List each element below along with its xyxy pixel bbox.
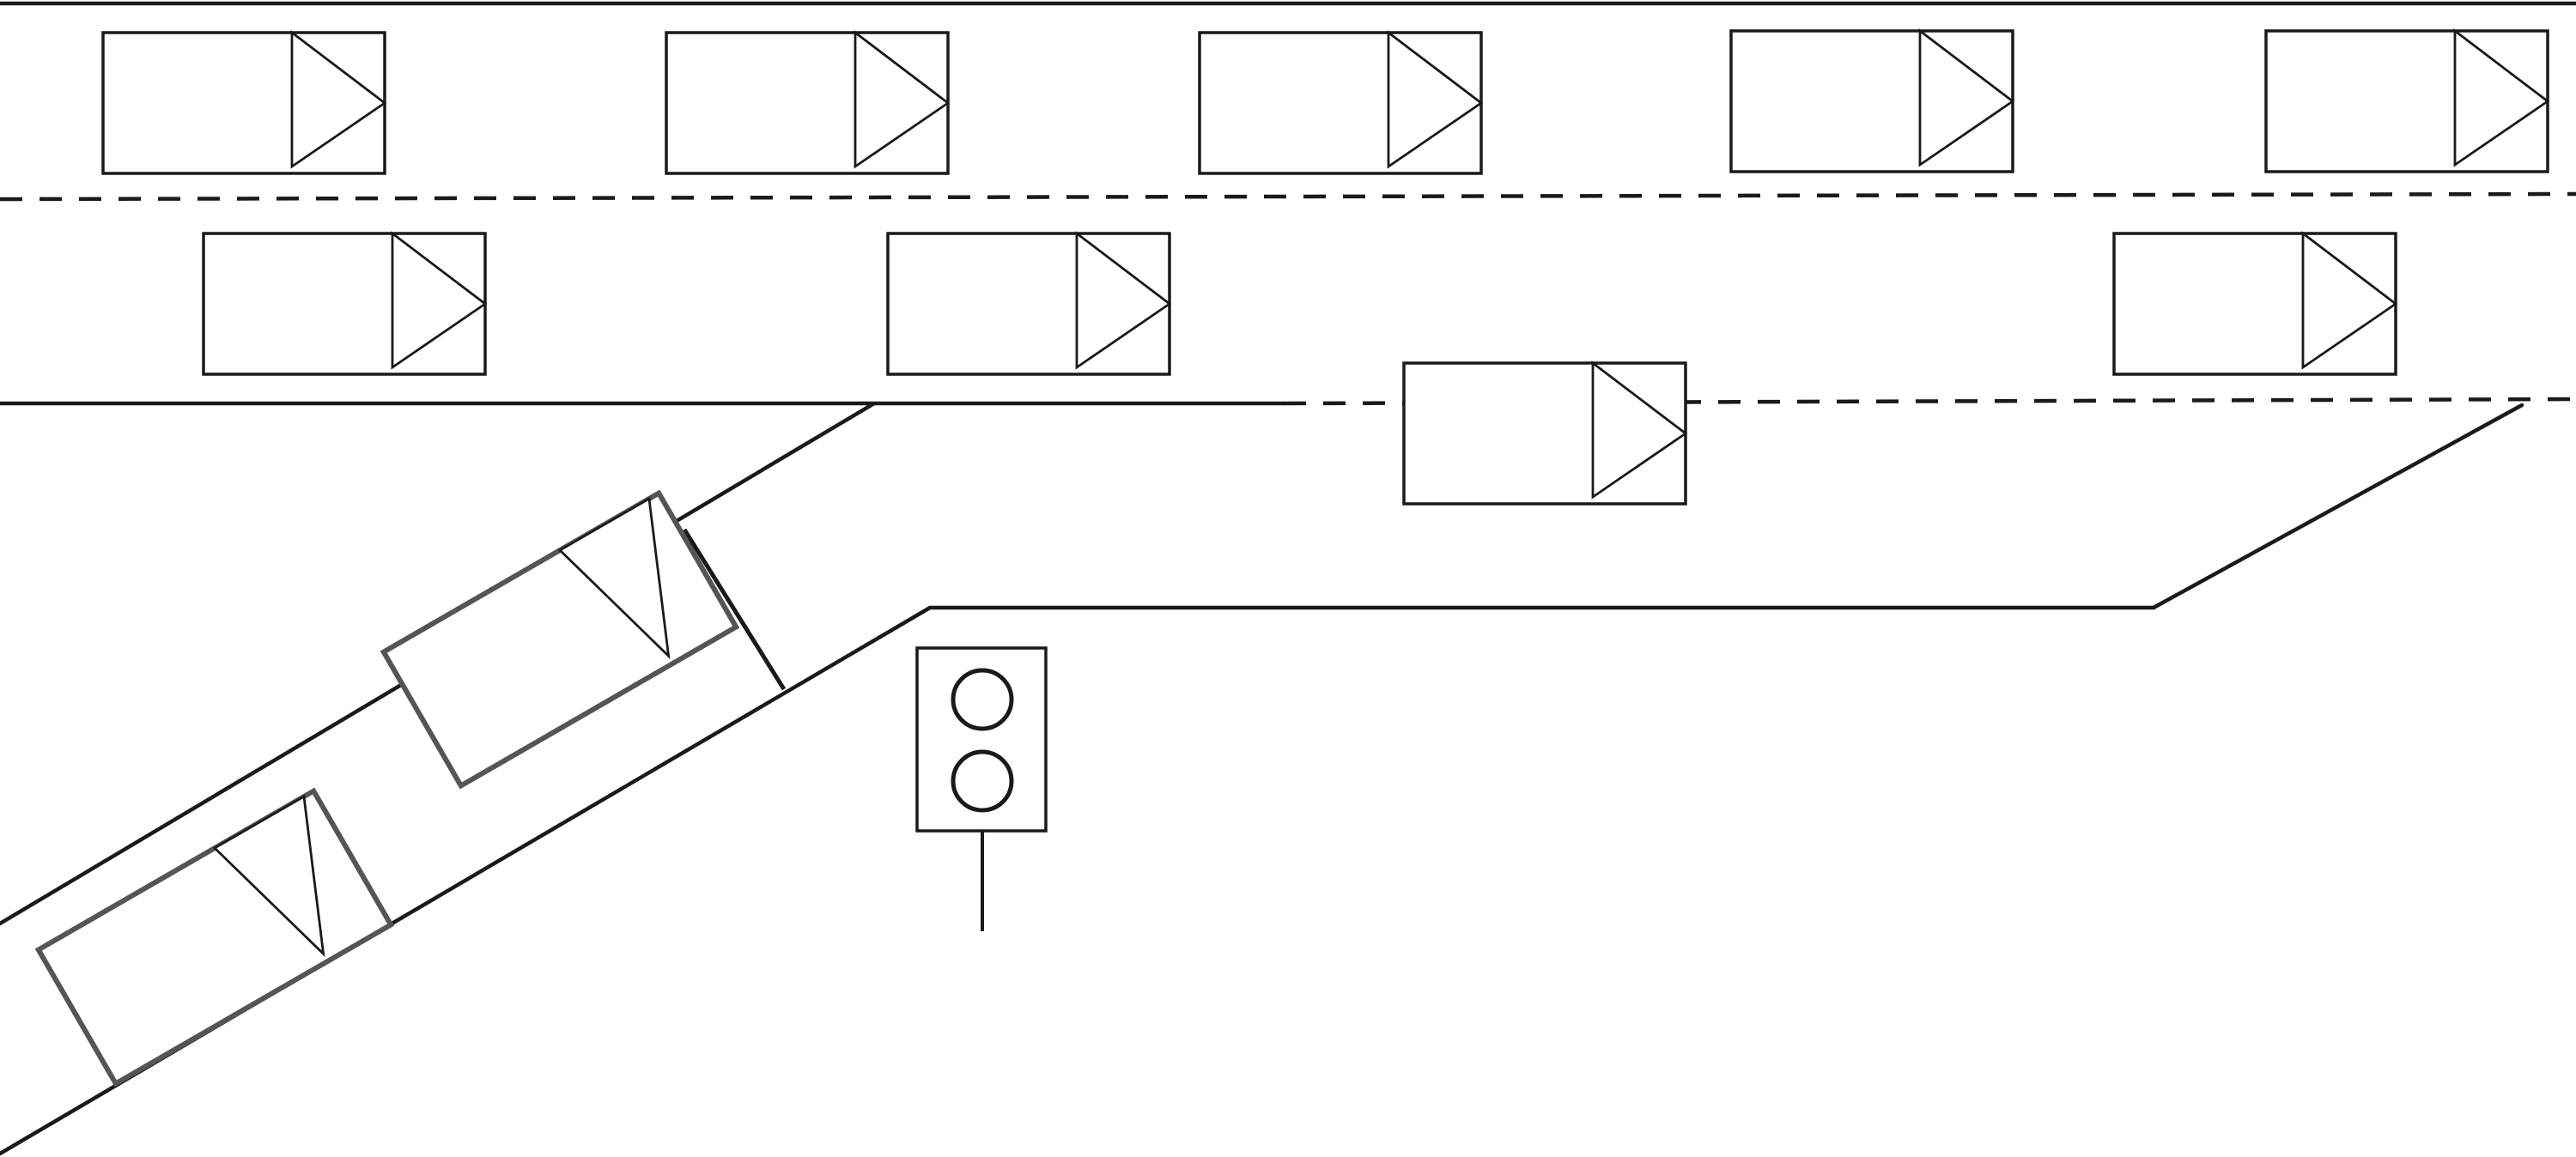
merging-vehicle	[1402, 360, 1688, 506]
lane1-vehicles	[101, 28, 2550, 175]
direction-arrow-icon	[290, 30, 387, 169]
direction-arrow-icon	[1075, 231, 1172, 370]
signal-lamp-lower	[951, 749, 1014, 813]
vehicle	[665, 30, 951, 175]
direction-arrow-icon	[557, 496, 671, 660]
traffic-signal	[915, 646, 1048, 931]
vehicle	[1198, 30, 1484, 175]
direction-arrow-icon	[1918, 28, 2015, 167]
direction-arrow-icon	[212, 794, 325, 958]
signal-lamp-upper	[951, 668, 1014, 731]
vehicle	[1729, 28, 2015, 173]
direction-arrow-icon	[2453, 28, 2550, 167]
ramp-stop-line	[682, 528, 787, 691]
vehicle	[2112, 231, 2398, 376]
vehicle	[886, 231, 1172, 376]
vehicle	[2264, 28, 2550, 173]
direction-arrow-icon	[391, 231, 488, 370]
ramp-vehicle	[34, 787, 395, 1087]
lane-divider-dashed	[0, 191, 2576, 202]
direction-arrow-icon	[1387, 30, 1484, 169]
acceleration-lane-right-taper	[2151, 403, 2524, 610]
vehicle	[202, 231, 488, 376]
direction-arrow-icon	[2301, 231, 2398, 370]
direction-arrow-icon	[1591, 360, 1688, 500]
lane2-vehicles	[202, 231, 2398, 376]
ramp-vehicles	[34, 489, 740, 1087]
vehicle	[101, 30, 387, 175]
direction-arrow-icon	[854, 30, 951, 169]
ramp-vehicle	[380, 489, 740, 790]
